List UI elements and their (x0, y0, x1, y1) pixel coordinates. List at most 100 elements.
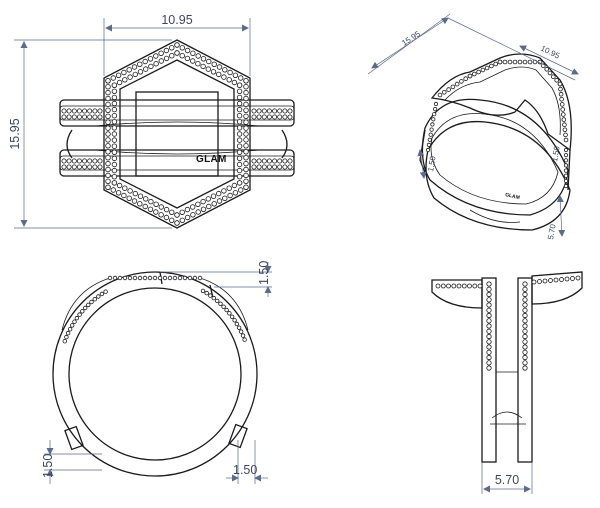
pave-stone (222, 67, 228, 73)
pave-stone (236, 112, 243, 119)
hexagon-inner (119, 59, 235, 209)
pave-stone (142, 203, 148, 210)
pave-stone (272, 158, 278, 164)
pave-stone (72, 319, 77, 324)
pave-stone (544, 67, 549, 72)
front-pave-stones (61, 42, 293, 226)
pave-stone (486, 318, 492, 324)
pave-stone (147, 275, 153, 281)
pave-stone (476, 69, 481, 75)
pave-stone (105, 166, 111, 173)
side-width-label: 5.70 (495, 473, 519, 487)
pave-stone (99, 291, 105, 297)
bottom-left-label: 1.50 (41, 454, 55, 478)
pave-stone (158, 212, 164, 218)
pave-stone (563, 173, 569, 178)
pave-stone (132, 190, 138, 197)
pave-stone (231, 79, 238, 86)
pave-stone (558, 86, 563, 92)
pave-stone (433, 101, 439, 107)
pave-stone (277, 158, 283, 164)
pave-stone (563, 183, 569, 189)
pave-stone (560, 107, 565, 112)
pave-stone (236, 173, 243, 180)
pave-stone (522, 323, 528, 329)
pave-stone (243, 160, 249, 167)
pave-stone (107, 275, 113, 281)
pave-stone (463, 76, 469, 81)
pave-stone (195, 201, 201, 207)
pave-stone (117, 275, 123, 281)
pave-stone (456, 283, 462, 289)
pave-stone (243, 78, 249, 84)
pave-stone (467, 283, 472, 289)
pave-stone (537, 279, 542, 284)
pave-stone (215, 190, 222, 197)
pave-stone (522, 333, 528, 340)
pave-stone (64, 334, 69, 340)
pave-stone (236, 137, 243, 143)
circular-view (52, 271, 258, 477)
pave-stone (243, 107, 249, 113)
pave-stone (522, 360, 528, 366)
pave-stone (236, 143, 243, 149)
bottom-right-dimension: 1.50 (226, 440, 268, 484)
pave-stone (227, 69, 233, 76)
pave-stone (243, 119, 249, 125)
pave-stone (197, 275, 203, 281)
pave-stone (522, 59, 528, 65)
pave-stone (557, 81, 563, 87)
iso-length-label: 15.95 (400, 29, 422, 48)
pave-stone (92, 114, 98, 120)
pave-stone (137, 201, 143, 207)
pave-stone (163, 47, 170, 54)
pave-stone (122, 77, 128, 83)
pave-stone (116, 79, 123, 86)
pave-stone (238, 329, 244, 334)
pave-stone (486, 354, 492, 361)
pave-stone (137, 193, 144, 199)
pave-stone (261, 158, 267, 164)
pave-stone (237, 75, 244, 81)
pave-stone (232, 190, 239, 196)
pave-stone (243, 143, 249, 149)
front-width-dimension: 10.95 (103, 13, 251, 76)
pave-stone (206, 203, 212, 210)
pave-stone (243, 172, 249, 179)
pave-stone (461, 283, 467, 289)
pave-stone (82, 305, 88, 311)
pave-stone (157, 275, 163, 281)
pave-stone (206, 58, 212, 65)
pave-stone (190, 50, 196, 56)
pave-stone (507, 59, 513, 65)
pave-stone (184, 206, 191, 213)
pave-stone (559, 102, 565, 107)
pave-stone (236, 82, 243, 88)
pave-stone (177, 275, 183, 281)
pave-stone (97, 164, 103, 170)
pave-stone (142, 66, 149, 72)
pave-stone (105, 178, 111, 184)
pave-stone (547, 70, 553, 76)
pave-stone (115, 72, 122, 78)
pave-stone (210, 193, 217, 199)
pave-stone (105, 160, 111, 167)
pave-stone (200, 63, 206, 70)
pave-stone (137, 61, 143, 68)
pave-stone (105, 143, 111, 149)
pave-stone (287, 114, 293, 120)
pave-stone (446, 283, 451, 289)
pave-stone (204, 290, 209, 296)
pave-stone (493, 61, 499, 67)
pave-stone (236, 149, 243, 155)
pave-stone (152, 275, 158, 281)
pave-stone (190, 212, 196, 218)
pave-stone (169, 209, 175, 215)
front-height-dimension: 15.95 (8, 39, 172, 229)
pave-stone (480, 67, 486, 73)
pave-stone (542, 278, 548, 284)
pave-stone (71, 164, 77, 170)
pave-stone (87, 158, 93, 164)
pave-stone (187, 275, 193, 281)
pave-stone (105, 131, 111, 137)
